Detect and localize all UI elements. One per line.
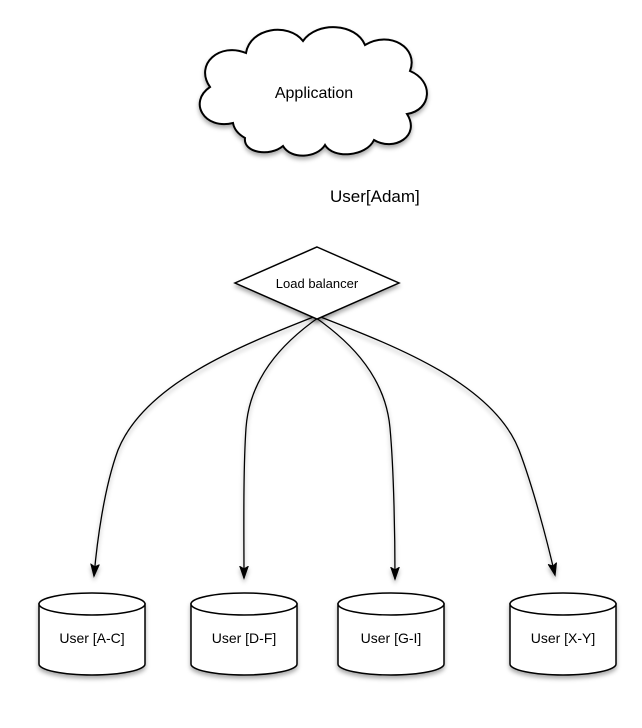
edge-load-balancer-to-shard-g-i [305, 310, 395, 579]
shard-d-f-label: User [D-F] [212, 630, 277, 646]
load-balancer-label: Load balancer [276, 276, 359, 291]
cylinder-body [337, 603, 445, 676]
cylinder-body [509, 603, 617, 676]
edge-load-balancer-to-shard-a-c [94, 307, 337, 576]
cylinder-top [509, 592, 617, 616]
edge-load-balancer-to-shard-d-f [244, 310, 329, 578]
shard-node-g-i: User [G-I] [337, 592, 445, 676]
diamond-icon [233, 246, 401, 320]
edges-layer [94, 150, 555, 579]
cylinder-body [38, 603, 146, 676]
shard-node-d-f: User [D-F] [190, 592, 298, 676]
edge-user-adam-label: User[Adam] [330, 187, 420, 206]
cloud-icon [198, 26, 428, 157]
shard-x-y-label: User [X-Y] [531, 630, 596, 646]
cylinder-top [38, 592, 146, 616]
cylinder-body [190, 603, 298, 676]
cylinder-top [337, 592, 445, 616]
edge-load-balancer-to-shard-x-y [297, 307, 555, 575]
shard-node-a-c: User [A-C] [38, 592, 146, 676]
shard-node-x-y: User [X-Y] [509, 592, 617, 676]
application-label: Application [275, 85, 353, 102]
cylinder-top [190, 592, 298, 616]
load-balancer-node: Load balancer [233, 246, 401, 320]
shard-a-c-label: User [A-C] [59, 630, 124, 646]
application-node: Application [198, 26, 428, 157]
shard-g-i-label: User [G-I] [361, 630, 422, 646]
